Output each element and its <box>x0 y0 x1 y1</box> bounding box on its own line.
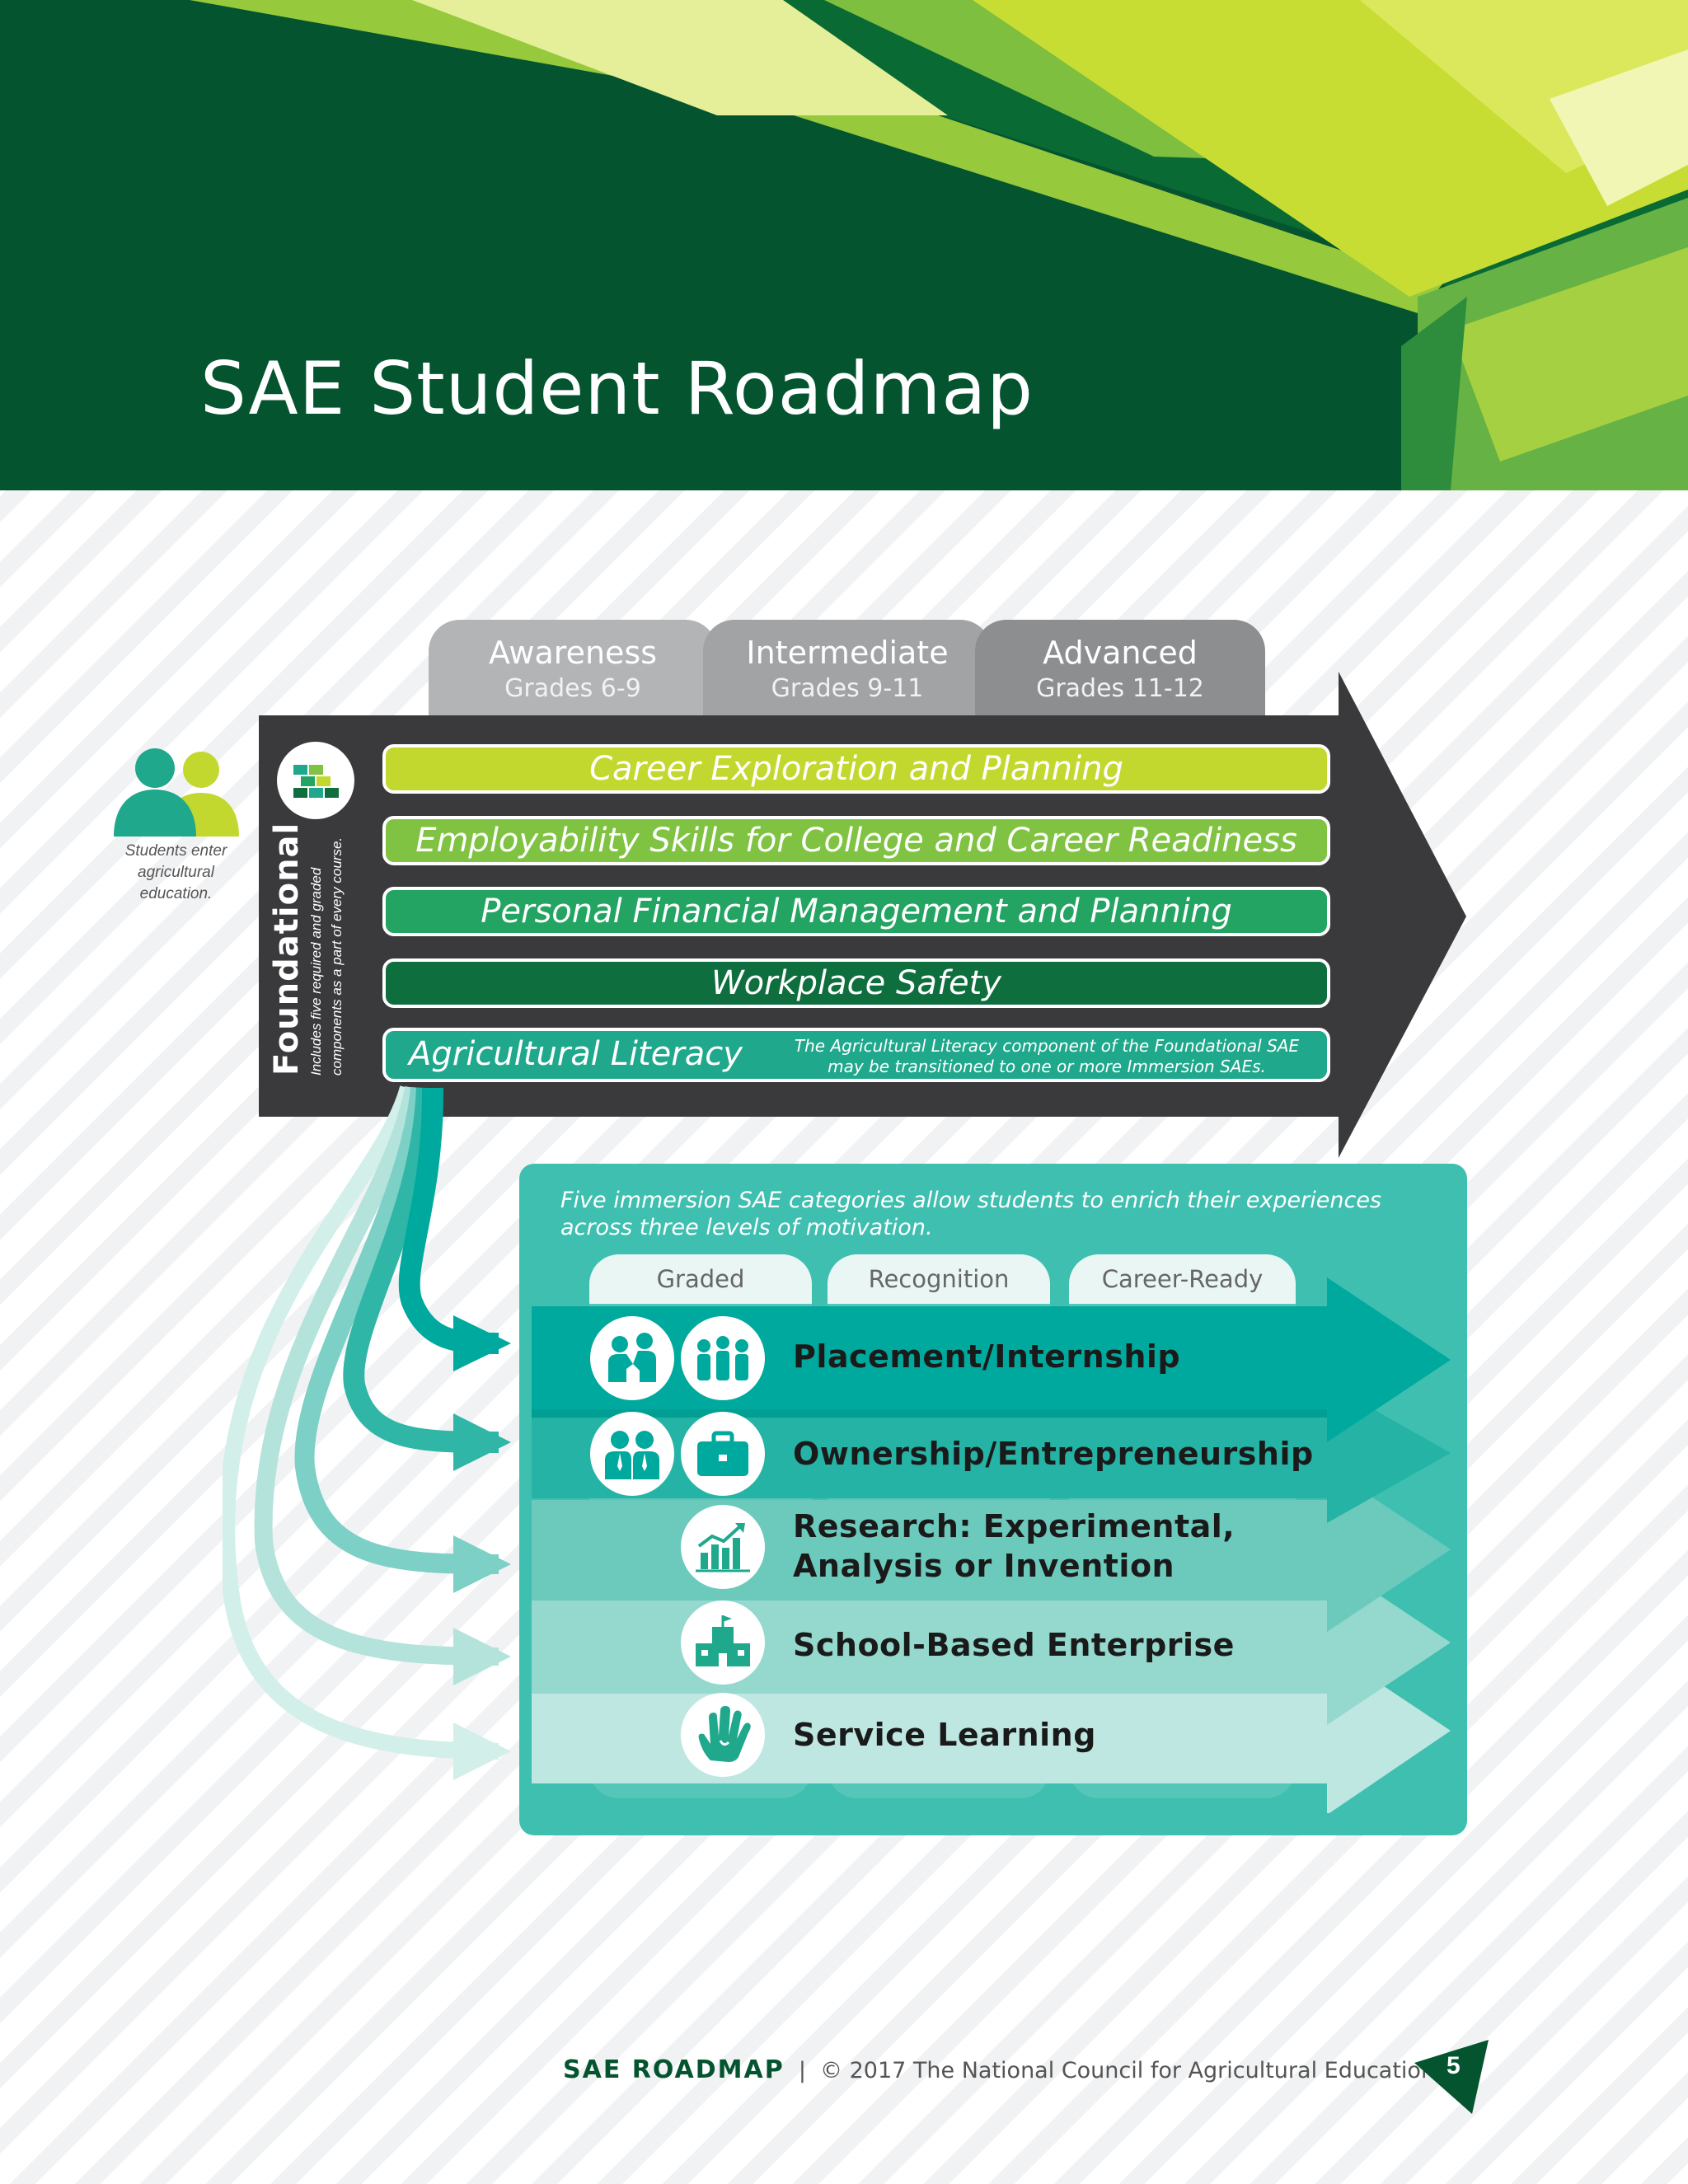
page-number: 5 <box>1447 2052 1461 2079</box>
component-agricultural-literacy: Agricultural Literacy The Agricultural L… <box>382 1028 1330 1082</box>
stage-tab-intermediate: Intermediate Grades 9-11 <box>703 620 992 719</box>
stage-grades: Grades 9-11 <box>771 674 924 703</box>
category-service-learning: Service Learning <box>793 1717 1096 1753</box>
category-school-based-enterprise: School-Based Enterprise <box>793 1627 1235 1663</box>
stage-name: Intermediate <box>746 635 949 671</box>
component-workplace-safety: Workplace Safety <box>382 958 1330 1008</box>
foundation-blocks-icon <box>277 742 354 819</box>
level-tab-career-ready: Career-Ready <box>1069 1254 1296 1304</box>
stage-name: Awareness <box>488 635 658 671</box>
footer-copyright: © 2017 The National Council for Agricult… <box>820 2058 1436 2083</box>
hand-icon <box>681 1693 765 1777</box>
category-ownership-entrepreneurship: Ownership/Entrepreneurship <box>793 1436 1314 1472</box>
footer-separator: | <box>798 2058 806 2083</box>
immersion-caption: Five immersion SAE categories allow stud… <box>560 1188 1381 1240</box>
stage-grades: Grades 11-12 <box>1036 674 1204 703</box>
component-personal-finance: Personal Financial Management and Planni… <box>382 887 1330 936</box>
ag-literacy-note: The Agricultural Literacy component of t… <box>794 1036 1300 1076</box>
ag-literacy-label: Agricultural Literacy <box>409 1035 743 1073</box>
footer: SAE ROADMAP | © 2017 The National Counci… <box>563 2055 1435 2084</box>
foundational-title: Foundational <box>268 822 306 1076</box>
handshake-icon <box>590 1316 674 1400</box>
stage-grades: Grades 6-9 <box>504 674 641 703</box>
team-icon <box>681 1316 765 1400</box>
footer-brand: SAE ROADMAP <box>563 2055 785 2084</box>
school-icon <box>681 1601 765 1685</box>
category-research-line1: Research: Experimental, <box>793 1508 1236 1544</box>
growth-chart-icon <box>681 1505 765 1589</box>
component-career-exploration: Career Exploration and Planning <box>382 744 1330 794</box>
immersion-arrows <box>532 1277 1451 1813</box>
transition-curves <box>223 1085 511 1780</box>
level-tab-recognition: Recognition <box>828 1254 1050 1304</box>
students-icon <box>114 748 239 837</box>
page-title: SAE Student Roadmap <box>200 346 1034 431</box>
category-research: Research: Experimental, Analysis or Inve… <box>793 1507 1235 1586</box>
foundational-label: Foundational Includes five required and … <box>268 812 347 1076</box>
component-employability-skills: Employability Skills for College and Car… <box>382 816 1330 865</box>
header-banner: SAE Student Roadmap <box>0 0 1688 490</box>
students-caption: Students enter agricultural education. <box>124 842 227 902</box>
businesspeople-icon <box>590 1412 674 1496</box>
level-tab-graded: Graded <box>589 1254 812 1304</box>
foundational-description: Includes five required and graded compon… <box>308 837 345 1076</box>
category-placement-internship: Placement/Internship <box>793 1338 1181 1375</box>
stage-tab-advanced: Advanced Grades 11-12 <box>975 620 1265 719</box>
stage-tab-awareness: Awareness Grades 6-9 <box>429 620 717 719</box>
header-graphic <box>165 0 1688 490</box>
page-number-badge <box>1414 2040 1489 2114</box>
category-research-line2: Analysis or Invention <box>793 1548 1175 1584</box>
stage-name: Advanced <box>1043 635 1198 671</box>
briefcase-icon <box>681 1412 765 1496</box>
